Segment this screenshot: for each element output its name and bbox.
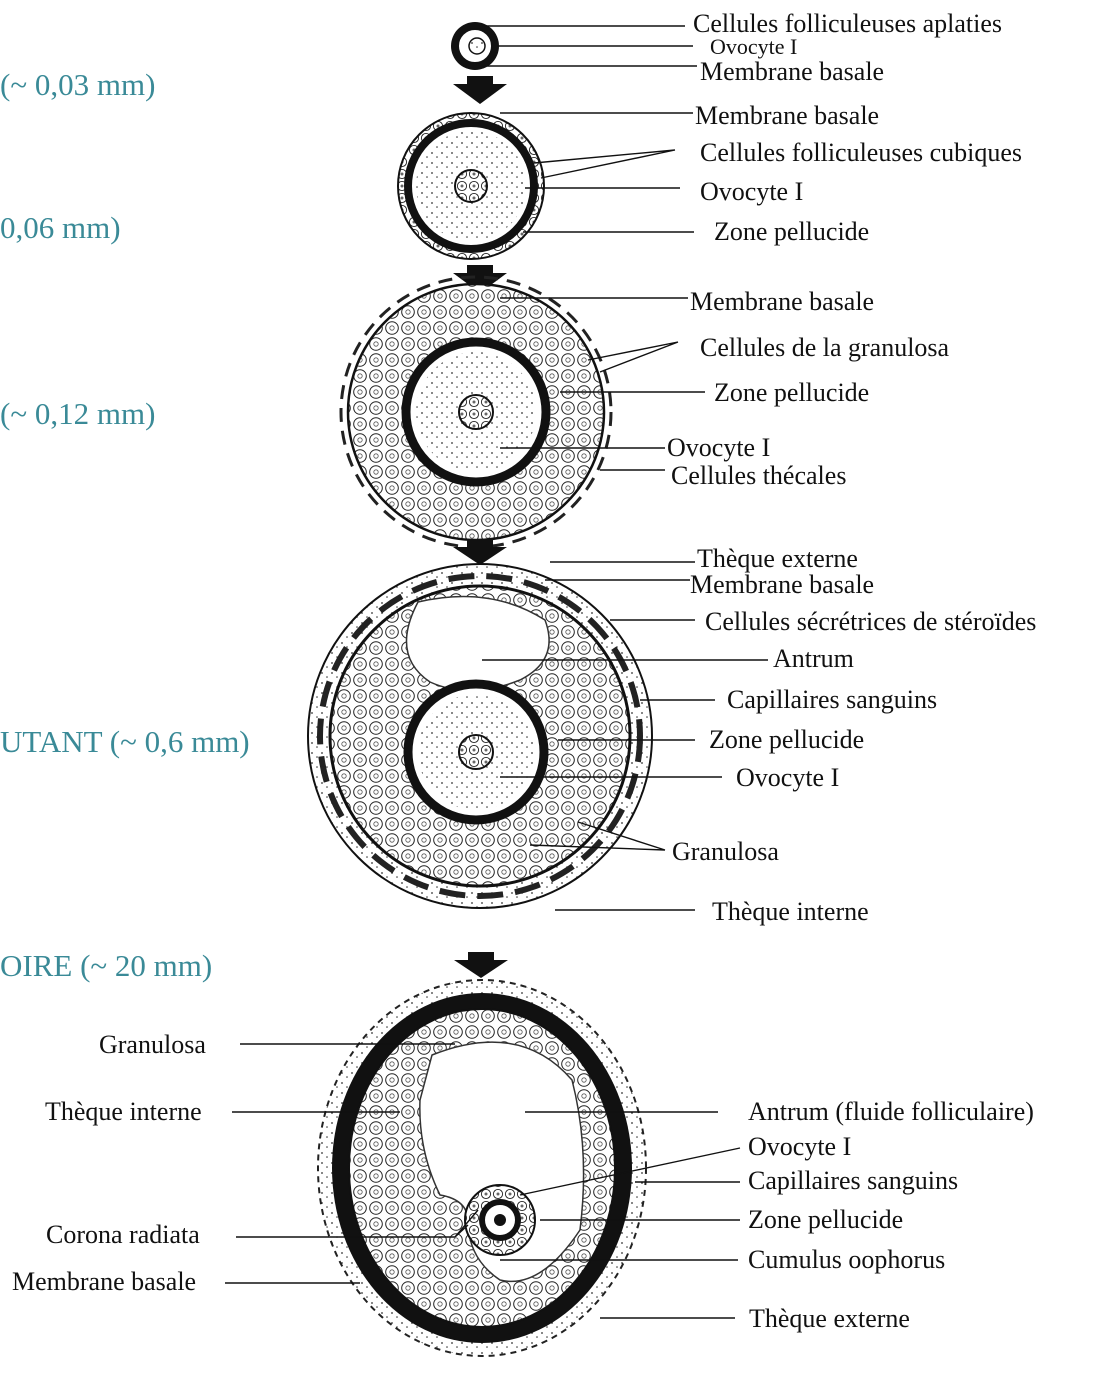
- label-antrum-5: Antrum (fluide folliculaire): [748, 1097, 1034, 1126]
- arrow-down-icon: [454, 952, 508, 978]
- label-basal-membrane-4: Membrane basale: [690, 570, 874, 599]
- label-basal-membrane-2: Membrane basale: [695, 101, 879, 130]
- stage-3-label: (~ 0,12 mm): [0, 396, 155, 431]
- secondary-follicle: [341, 277, 611, 547]
- label-zona-pellucida-3: Zone pellucide: [714, 378, 869, 407]
- label-cumulus-oophorus: Cumulus oophorus: [748, 1245, 945, 1274]
- label-oocyte-3: Ovocyte I: [667, 433, 770, 462]
- label-blood-capillaries-4: Capillaires sanguins: [727, 685, 937, 714]
- label-granulosa-4: Granulosa: [672, 837, 779, 866]
- label-blood-capillaries-5: Capillaires sanguins: [748, 1166, 958, 1195]
- label-thecal-cells: Cellules thécales: [671, 461, 846, 490]
- stage-4-label: UTANT (~ 0,6 mm): [0, 724, 250, 759]
- label-theca-interna-4: Thèque interne: [712, 897, 869, 926]
- label-zona-pellucida-2: Zone pellucide: [714, 217, 869, 246]
- label-theca-externa-4: Thèque externe: [697, 544, 858, 573]
- stage-2-label: 0,06 mm): [0, 210, 121, 245]
- label-oocyte-1: Ovocyte I: [710, 34, 797, 59]
- preovulatory-follicle: [318, 980, 646, 1356]
- label-oocyte-2: Ovocyte I: [700, 177, 803, 206]
- label-granulosa-5: Granulosa: [99, 1030, 206, 1059]
- label-basal-membrane-5: Membrane basale: [12, 1267, 196, 1296]
- label-steroid-secreting-cells: Cellules sécrétrices de stéroïdes: [705, 607, 1036, 636]
- label-basal-membrane-3: Membrane basale: [690, 287, 874, 316]
- label-theca-externa-5: Thèque externe: [749, 1304, 910, 1333]
- primary-follicle: [398, 113, 544, 259]
- label-cubic-follicular-cells: Cellules folliculeuses cubiques: [700, 138, 1022, 167]
- primordial-follicle: [451, 22, 499, 70]
- label-zona-pellucida-5: Zone pellucide: [748, 1205, 903, 1234]
- label-antrum-4: Antrum: [773, 644, 854, 673]
- stage-1-label: (~ 0,03 mm): [0, 67, 155, 102]
- label-basal-membrane-1: Membrane basale: [700, 57, 884, 86]
- label-oocyte-5: Ovocyte I: [748, 1132, 851, 1161]
- label-granulosa-cells: Cellules de la granulosa: [700, 333, 950, 362]
- arrow-down-icon: [453, 76, 507, 104]
- label-zona-pellucida-4: Zone pellucide: [709, 725, 864, 754]
- antral-follicle: [308, 564, 652, 908]
- label-theca-interna-5: Thèque interne: [45, 1097, 202, 1126]
- label-corona-radiata: Corona radiata: [46, 1220, 200, 1249]
- arrow-down-icon: [453, 539, 507, 565]
- stage-5-label: OIRE (~ 20 mm): [0, 948, 212, 983]
- label-oocyte-4: Ovocyte I: [736, 763, 839, 792]
